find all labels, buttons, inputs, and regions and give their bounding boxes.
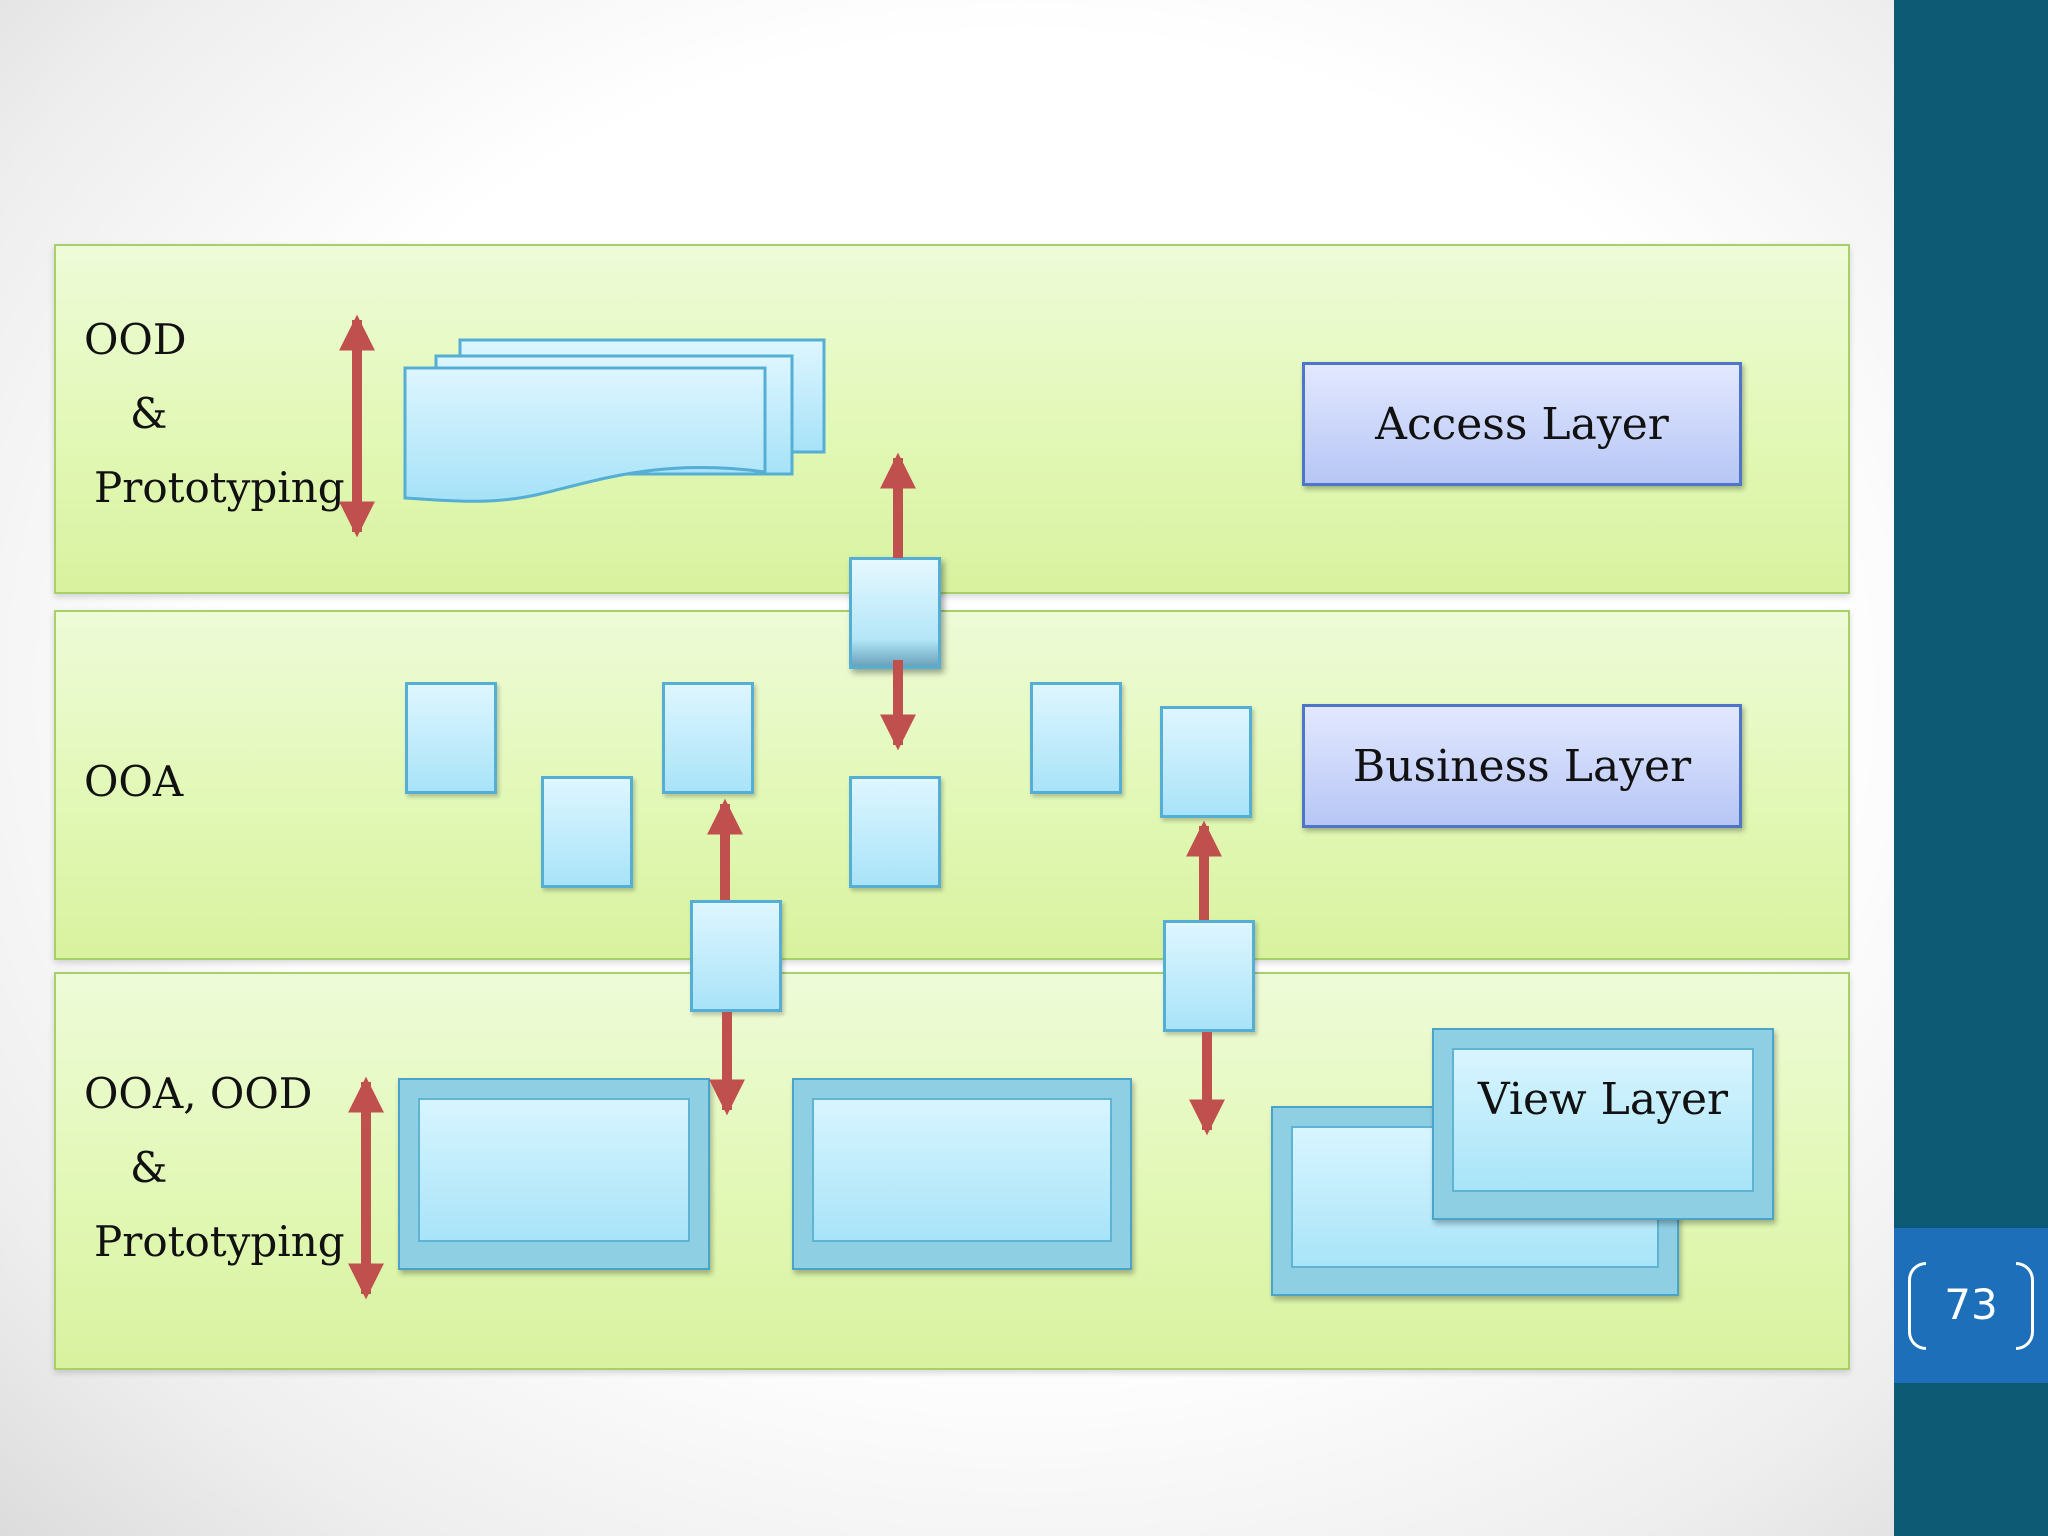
band-label-line-2: & <box>130 389 168 438</box>
band-label-line-3: Prototyping <box>94 1217 345 1266</box>
page-number: 73 <box>1944 1280 1998 1329</box>
business-layer-band: OOA Business Layer <box>54 610 1850 960</box>
connector-box <box>690 900 782 1012</box>
band-label-line-1: OOD <box>84 315 187 364</box>
business-layer-box: Business Layer <box>1302 704 1742 828</box>
connector-box <box>849 557 941 669</box>
view-layer-box: View Layer <box>1432 1028 1774 1220</box>
access-layer-label: Access Layer <box>1375 398 1669 450</box>
band-label-line-1: OOA <box>84 757 184 806</box>
band-label-line-2: & <box>130 1143 168 1192</box>
connector-box <box>1163 920 1255 1032</box>
band-label-line-1: OOA, OOD <box>84 1069 313 1118</box>
component-box <box>541 776 633 888</box>
band-label-line-3: Prototyping <box>94 463 345 512</box>
component-box <box>405 682 497 794</box>
business-layer-label: Business Layer <box>1352 740 1692 792</box>
component-box <box>662 682 754 794</box>
component-box <box>1030 682 1122 794</box>
view-layer-label: View Layer <box>1477 1074 1729 1125</box>
component-box <box>849 776 941 888</box>
page-number-badge: 73 <box>1894 1228 2048 1383</box>
view-component-box <box>792 1078 1132 1270</box>
component-box <box>1160 706 1252 818</box>
access-layer-box: Access Layer <box>1302 362 1742 486</box>
view-component-box <box>398 1078 710 1270</box>
